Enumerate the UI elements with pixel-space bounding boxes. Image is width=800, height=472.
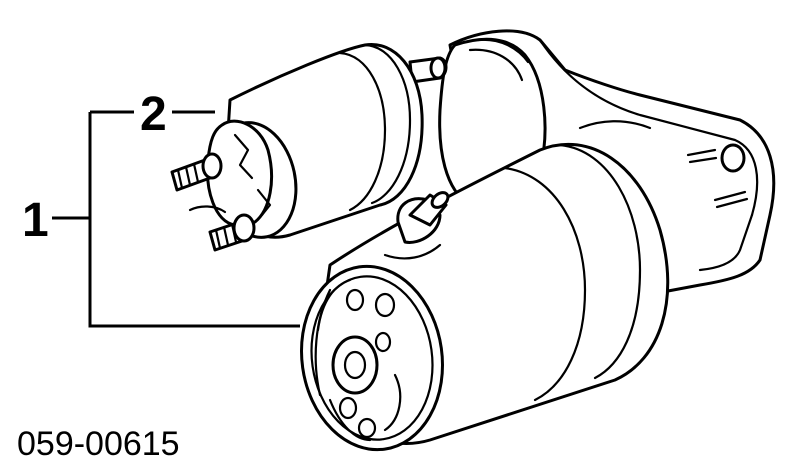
callout-1-number: 1 xyxy=(22,194,49,247)
solenoid-terminal-bolt-upper xyxy=(170,152,223,192)
field-lead-terminal xyxy=(383,191,450,260)
part-code: 059-00615 xyxy=(17,425,180,463)
callout-leaders xyxy=(52,110,300,328)
motor-yoke xyxy=(300,142,670,452)
solenoid-terminal-bolt-lower xyxy=(208,213,256,252)
solenoid-switch-body xyxy=(170,42,448,252)
callout-1-leader xyxy=(52,110,300,328)
callout-2-number: 2 xyxy=(140,88,167,141)
